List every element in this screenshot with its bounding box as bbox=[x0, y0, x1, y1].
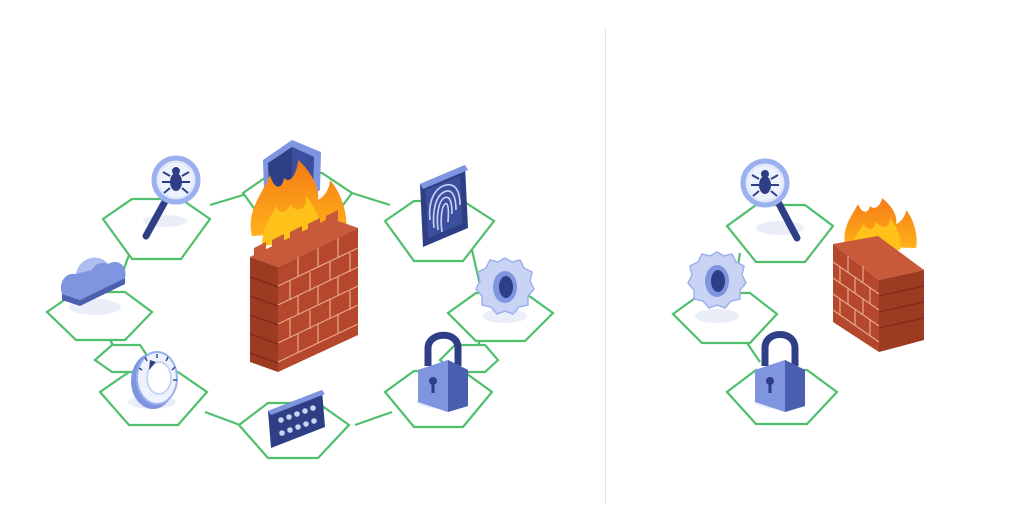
firewall-icon-right bbox=[832, 198, 925, 352]
gear-icon-right bbox=[687, 251, 747, 323]
bug-magnifier-icon bbox=[142, 155, 201, 240]
padlock-icon bbox=[417, 331, 469, 412]
cloud-icon bbox=[60, 257, 126, 315]
combination-lock-icon bbox=[128, 351, 178, 409]
fingerprint-icon bbox=[420, 165, 468, 247]
gear-icon bbox=[475, 257, 535, 323]
padlock-icon-right bbox=[754, 331, 806, 412]
firewall-icon bbox=[249, 160, 359, 372]
left-network-panel bbox=[45, 140, 555, 460]
right-network-panel bbox=[671, 158, 925, 426]
bug-magnifier-icon-right bbox=[740, 158, 804, 242]
password-icon bbox=[268, 390, 325, 448]
panel-divider bbox=[605, 28, 606, 504]
hex-tile-bug bbox=[101, 197, 212, 261]
